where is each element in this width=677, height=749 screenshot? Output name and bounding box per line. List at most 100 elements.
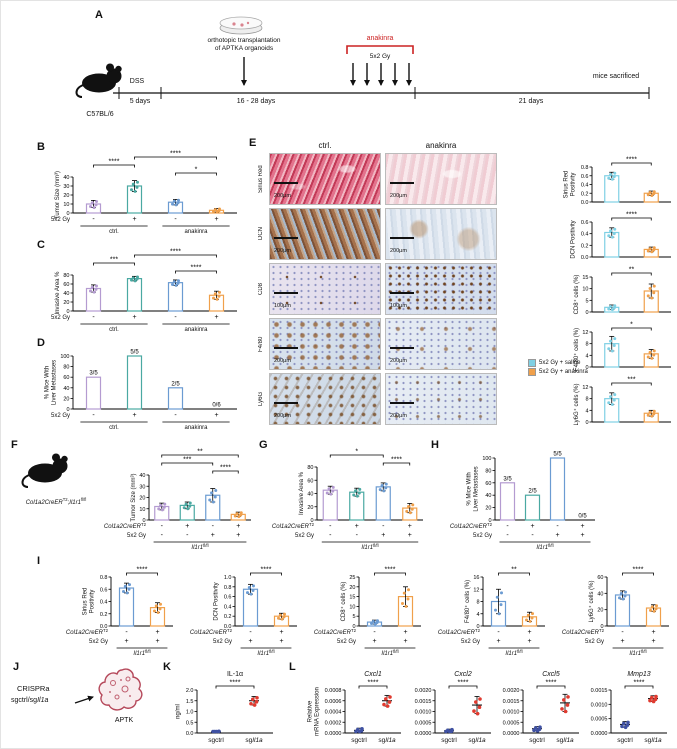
panel-label-i: I bbox=[37, 555, 41, 567]
treatment-legend: 5x2 Gy + saline 5x2 Gy + anakinra bbox=[528, 358, 588, 376]
svg-text:20: 20 bbox=[139, 496, 145, 502]
svg-text:30: 30 bbox=[139, 484, 145, 490]
svg-text:0.6: 0.6 bbox=[224, 595, 232, 601]
svg-text:0.8: 0.8 bbox=[224, 585, 232, 591]
svg-text:0.8: 0.8 bbox=[100, 575, 108, 581]
svg-text:**: ** bbox=[197, 449, 203, 456]
svg-text:5/5: 5/5 bbox=[130, 350, 139, 356]
svg-text:5x2 Gy: 5x2 Gy bbox=[89, 639, 108, 645]
svg-text:ctrl.: ctrl. bbox=[109, 425, 119, 431]
segment3-duration: 21 days bbox=[518, 98, 544, 105]
svg-text:****: **** bbox=[170, 249, 181, 256]
crispra-arrow-icon bbox=[74, 695, 94, 704]
scale-bar: 200µm bbox=[390, 182, 414, 202]
svg-text:% Mice With: % Mice With bbox=[467, 472, 473, 505]
scale-bar: 200µm bbox=[274, 402, 298, 422]
svg-text:Col1a2CreERT2: Col1a2CreERT2 bbox=[562, 628, 605, 636]
panel-label-k: K bbox=[163, 661, 171, 673]
panel-label-l: L bbox=[289, 661, 296, 673]
svg-text:0.4: 0.4 bbox=[581, 183, 589, 189]
svg-text:0.4: 0.4 bbox=[100, 600, 108, 606]
svg-text:Il1r1fl/fl: Il1r1fl/fl bbox=[536, 543, 553, 551]
organoid-icon bbox=[98, 668, 143, 711]
svg-text:****: **** bbox=[458, 680, 469, 687]
svg-text:0.0: 0.0 bbox=[100, 624, 108, 630]
svg-text:20: 20 bbox=[63, 300, 69, 306]
svg-text:ctrl.: ctrl. bbox=[109, 229, 119, 235]
transplant-caption-line2: of APTKA organoids bbox=[214, 45, 274, 52]
mouse-icon bbox=[75, 63, 122, 98]
scale-bar: 200µm bbox=[274, 182, 298, 202]
svg-text:CD8⁺ cells (%): CD8⁺ cells (%) bbox=[340, 582, 347, 622]
petri-dish-icon bbox=[219, 16, 263, 35]
svg-text:2/5: 2/5 bbox=[171, 381, 180, 387]
svg-text:-: - bbox=[373, 629, 376, 636]
svg-text:Ly6G⁺ cells (%): Ly6G⁺ cells (%) bbox=[573, 384, 580, 426]
svg-text:+: + bbox=[355, 523, 359, 530]
svg-text:Ly6G⁺ cells (%): Ly6G⁺ cells (%) bbox=[588, 581, 595, 623]
svg-text:DCN Positivity: DCN Positivity bbox=[214, 582, 220, 620]
svg-text:-: - bbox=[92, 216, 95, 223]
svg-text:+: + bbox=[214, 314, 218, 321]
chart-svg: 0.00000.00050.00100.00150.0020Cxcl5sgctr… bbox=[503, 671, 579, 744]
svg-text:+: + bbox=[279, 638, 283, 645]
svg-text:5x2 Gy: 5x2 Gy bbox=[295, 533, 314, 539]
svg-text:12: 12 bbox=[582, 385, 588, 391]
svg-text:Col1a2CreERT2: Col1a2CreERT2 bbox=[190, 628, 233, 636]
svg-text:-: - bbox=[506, 523, 509, 530]
svg-text:80: 80 bbox=[63, 365, 69, 371]
svg-text:0.0: 0.0 bbox=[186, 731, 194, 737]
dss-label: DSS bbox=[129, 78, 145, 85]
svg-text:sgIl1a: sgIl1a bbox=[556, 737, 574, 744]
svg-text:-: - bbox=[356, 532, 359, 539]
svg-text:+: + bbox=[124, 638, 128, 645]
svg-text:0: 0 bbox=[142, 518, 145, 524]
panel-label-j: J bbox=[13, 661, 20, 673]
svg-text:80: 80 bbox=[63, 273, 69, 279]
svg-text:0.2: 0.2 bbox=[581, 191, 589, 197]
svg-text:mRNA Expression: mRNA Expression bbox=[314, 687, 320, 736]
svg-text:4: 4 bbox=[585, 408, 588, 414]
svg-text:2.0: 2.0 bbox=[186, 688, 194, 694]
svg-text:5x2 Gy: 5x2 Gy bbox=[127, 533, 146, 539]
svg-text:40: 40 bbox=[139, 473, 145, 479]
svg-text:+: + bbox=[132, 314, 136, 321]
panel-label-g: G bbox=[259, 439, 268, 451]
svg-text:0: 0 bbox=[600, 624, 603, 630]
svg-text:sgIl1a: sgIl1a bbox=[378, 737, 396, 744]
svg-text:CD8⁺ cells (%): CD8⁺ cells (%) bbox=[573, 275, 580, 315]
svg-text:0.0: 0.0 bbox=[581, 255, 589, 261]
svg-text:0.0015: 0.0015 bbox=[503, 699, 520, 705]
legend-swatch-saline bbox=[528, 358, 536, 367]
svg-text:Cxcl5: Cxcl5 bbox=[542, 671, 560, 678]
svg-text:****: **** bbox=[391, 457, 402, 464]
svg-text:-: - bbox=[174, 216, 177, 223]
svg-text:5x2 Gy: 5x2 Gy bbox=[585, 639, 604, 645]
svg-text:****: **** bbox=[626, 212, 637, 219]
svg-text:60: 60 bbox=[485, 481, 491, 487]
svg-text:% Mice With: % Mice With bbox=[45, 366, 51, 399]
svg-text:+: + bbox=[372, 638, 376, 645]
svg-text:0.2: 0.2 bbox=[224, 614, 232, 620]
svg-text:0.6: 0.6 bbox=[581, 174, 589, 180]
svg-text:0.6: 0.6 bbox=[100, 587, 108, 593]
legend-item-saline: 5x2 Gy + saline bbox=[528, 358, 588, 367]
legend-label-saline: 5x2 Gy + saline bbox=[539, 359, 581, 366]
svg-text:****: **** bbox=[368, 680, 379, 687]
panel-label-b: B bbox=[37, 141, 45, 153]
svg-text:Il1r1fl/fl: Il1r1fl/fl bbox=[191, 543, 208, 551]
svg-text:Il1r1fl/fl: Il1r1fl/fl bbox=[361, 543, 378, 551]
svg-text:0.0: 0.0 bbox=[224, 624, 232, 630]
timeline-ticks bbox=[118, 87, 650, 99]
